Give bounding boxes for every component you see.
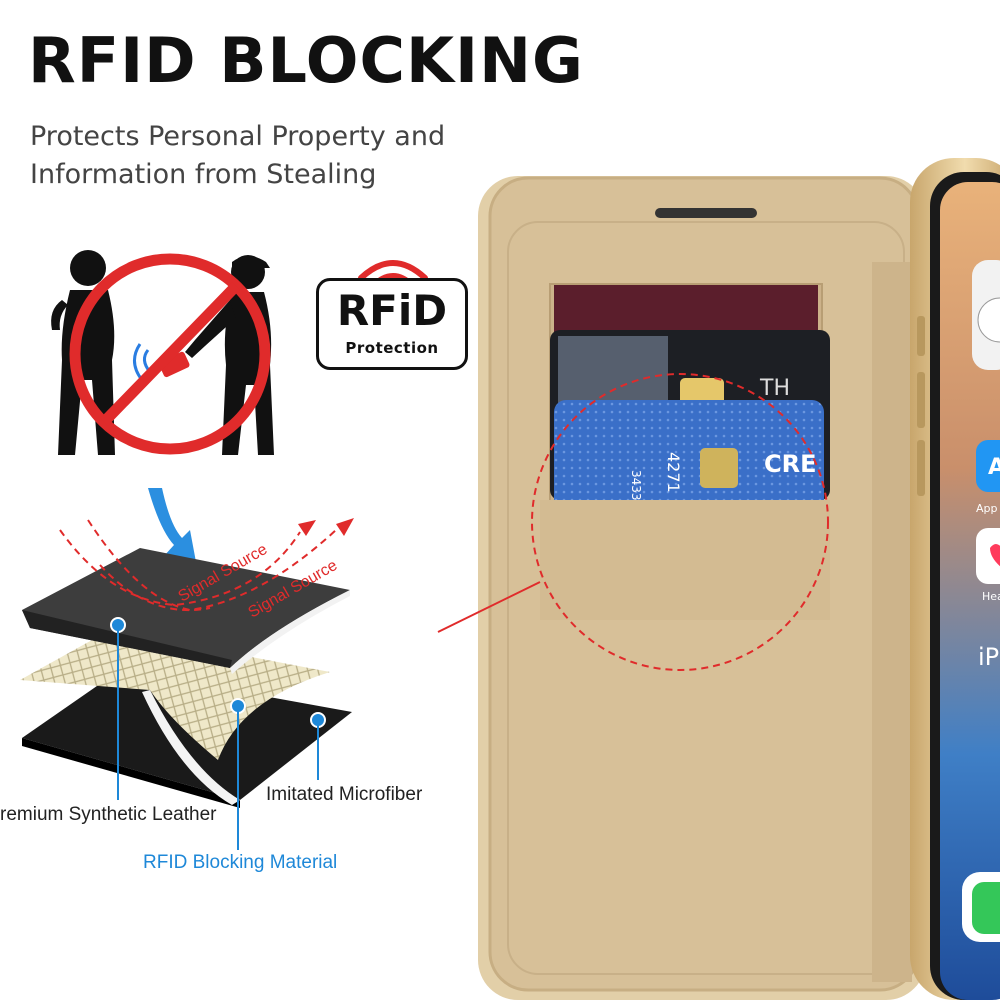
zoom-pointer: [437, 581, 541, 633]
speaker-grill: [655, 208, 757, 218]
microfiber-label: Imitated Microfiber: [266, 784, 423, 805]
badge-box: RFiD Protection: [316, 278, 468, 370]
svg-text:4271: 4271: [664, 452, 683, 493]
leather-layer: [22, 670, 352, 800]
page-title: RFID BLOCKING: [28, 24, 584, 97]
phone-case: TH CRE 3433 4271: [437, 176, 926, 1000]
svg-text:CRE: CRE: [764, 450, 817, 478]
subtitle-line-2: Information from Stealing: [30, 159, 377, 190]
app-store-icon[interactable]: A: [976, 440, 1000, 492]
prohibited-sign-icon: [69, 253, 271, 455]
callout-pointers: [110, 617, 326, 850]
phone-app-icon[interactable]: [962, 872, 1000, 942]
zoom-circle: [531, 373, 829, 671]
down-arrow-icon: [148, 488, 196, 562]
svg-text:3433: 3433: [629, 470, 643, 501]
microfiber-layer: [20, 630, 330, 760]
clock-widget-icon: [972, 260, 1000, 370]
health-icon[interactable]: [976, 528, 1000, 584]
credit-card-blue: CRE 3433 4271: [554, 400, 824, 530]
leather-label: remium Synthetic Leather: [0, 804, 217, 825]
badge-title: RFiD: [336, 286, 448, 335]
phone-name-label: iP: [978, 643, 999, 671]
phone: A App S Hea iP: [910, 158, 1000, 1000]
thief-scene: [51, 250, 274, 455]
svg-text:TH: TH: [759, 376, 790, 401]
svg-text:A: A: [988, 455, 1000, 480]
signal-arrows: [59, 519, 337, 612]
app-store-label: App S: [976, 502, 1000, 515]
card-reader-icon: [158, 351, 190, 378]
subtitle: Protects Personal Property and Informati…: [30, 118, 530, 194]
badge-subtitle: Protection: [345, 339, 439, 357]
subtitle-line-1: Protects Personal Property and: [30, 121, 446, 152]
health-label: Hea: [982, 590, 1000, 603]
rfid-protection-badge: RFiD Protection: [312, 252, 474, 370]
blocking-material-label: RFID Blocking Material: [143, 852, 338, 873]
